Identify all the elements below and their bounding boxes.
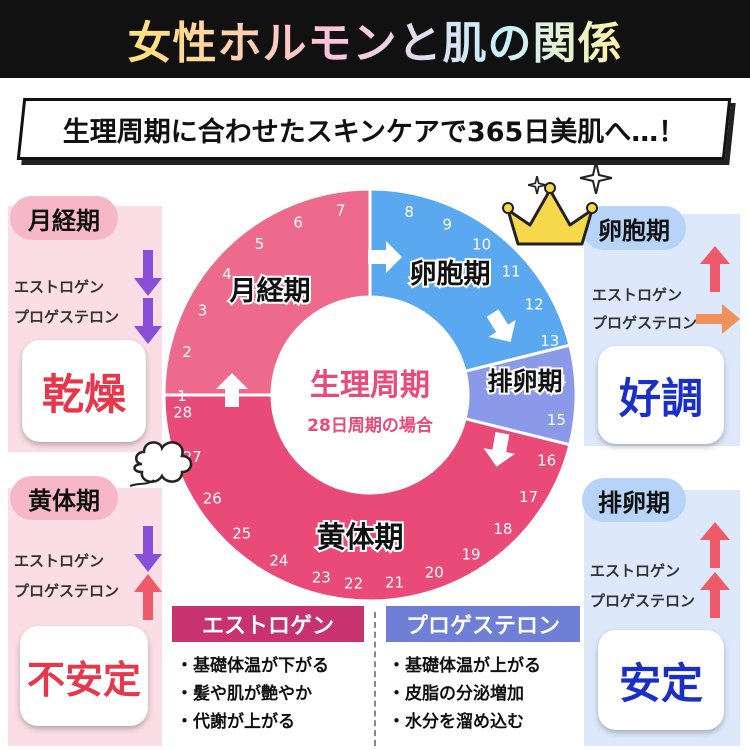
follicular-progesterone: プロゲステロン [592,314,698,332]
day-label: 12 [525,295,544,313]
day-label: 14 [548,371,567,389]
ovulation-estrogen: エストロゲン [590,562,681,580]
divider [374,612,376,746]
day-label: 17 [519,488,538,506]
ring-arrow-icon [216,373,248,407]
day-label: 21 [385,573,404,591]
ring-arrow-icon [486,309,516,342]
ovulation-progesterone: プロゲステロン [590,592,696,610]
list-item: ・髪や肌が艶やか [176,684,312,704]
follicular-estrogen: エストロゲン [592,286,683,304]
down-arrow-icon [134,526,162,572]
day-label: 2 [182,343,192,361]
day-label: 1 [177,387,187,405]
day-label: 23 [312,569,331,587]
up-arrow-icon [700,246,730,292]
day-label: 20 [425,564,444,582]
day-label: 25 [232,525,251,543]
up-arrow-icon [700,572,730,618]
ovulation-state-card: 安定 [598,630,724,730]
down-arrow-icon [134,298,162,344]
center-disc [272,297,468,493]
steam-puff-icon [129,441,193,487]
list-item: ・基礎体温が上がる [388,656,541,676]
day-label: 13 [540,332,559,350]
follicular-state-card: 好調 [598,346,724,444]
day-label: 3 [198,302,208,320]
day-label: 18 [493,520,512,538]
phase-ovulation-label: 排卵期 [487,367,562,396]
phase-luteal-label: 黄体期 [316,520,403,554]
luteal-state-card: 不安定 [20,626,148,726]
day-label: 26 [203,489,222,507]
phase-menstrual-label: 月経期 [229,275,311,307]
day-label: 7 [336,201,346,219]
day-label: 4 [222,265,232,283]
day-label: 11 [501,263,520,281]
progesterone-list: ・基礎体温が上がる ・皮脂の分泌増加 ・水分を溜め込む [388,652,541,736]
right-arrow-icon [696,304,740,334]
cycle-ring [162,187,578,603]
estrogen-list: ・基礎体温が下がる ・髪や肌が艶やか ・代謝が上がる [176,652,329,736]
list-item: ・皮脂の分泌増加 [388,684,524,704]
list-item: ・代謝が上がる [176,712,295,732]
ring-arrows [216,241,516,467]
list-item: ・基礎体温が下がる [176,656,329,676]
day-label: 5 [255,235,265,253]
center-subtitle: 28日周期の場合 [307,415,434,436]
crown-icon [502,182,598,246]
down-arrow-icon [134,250,162,296]
day-label: 10 [472,236,491,254]
panel-menstrual-label: 月経期 [10,196,118,240]
panel-ovulation-label: 排卵期 [582,478,686,522]
phase-follicular-label: 卵胞期 [410,259,491,290]
up-arrow-icon [134,574,162,620]
panel-luteal-label: 黄体期 [10,476,118,520]
sparkle-icon [580,162,612,194]
list-item: ・水分を溜め込む [388,712,524,732]
subtitle: 生理周期に合わせたスキンケアで365日美肌へ…！ [62,116,686,148]
day-label: 24 [269,551,288,569]
estrogen-header: エストロゲン [172,606,364,642]
sparkle-icon [528,176,546,194]
panel-follicular-label: 卵胞期 [582,206,686,250]
day-label: 15 [547,411,566,429]
luteal-progesterone: プロゲステロン [14,582,120,600]
title-bar: 女性ホルモンと肌の関係 [0,0,750,78]
day-label: 28 [173,403,192,421]
day-label: 19 [461,546,480,564]
progesterone-header: プロゲステロン [386,606,580,642]
page-title: 女性ホルモンと肌の関係 [128,7,623,71]
ring-arrow-icon [368,241,402,273]
day-label: 8 [404,203,414,221]
ring-arrow-icon [483,431,516,467]
menstrual-progesterone: プロゲステロン [14,308,120,326]
day-label: 6 [293,213,303,231]
up-arrow-icon [700,522,730,568]
menstrual-state-card: 乾燥 [22,340,146,442]
day-label: 22 [344,574,363,592]
day-label: 16 [537,451,556,469]
menstrual-estrogen: エストロゲン [14,278,105,296]
day-label: 9 [442,216,452,234]
center-title: 生理周期 [310,368,430,403]
luteal-estrogen: エストロゲン [14,552,105,570]
